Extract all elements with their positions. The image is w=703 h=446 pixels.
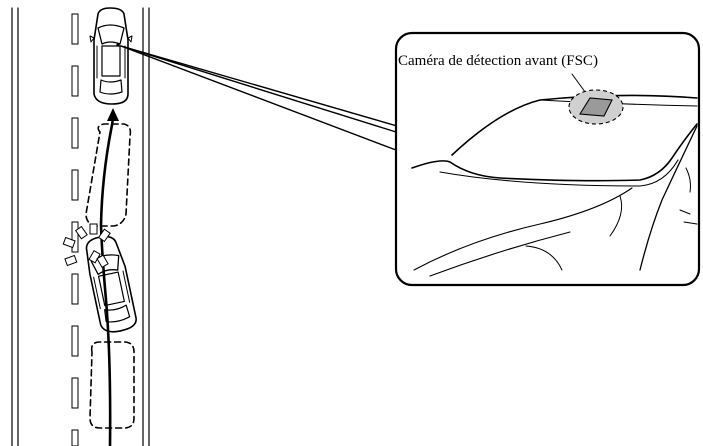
callout-frame [394,31,701,287]
warning-flash-icon [62,223,111,269]
callout-label: Caméra de détection avant (FSC) [398,53,598,69]
ghost-car-lower [89,341,135,429]
trajectory-arrow [99,108,119,446]
camera-detail-callout: Caméra de détection avant (FSC) [394,31,701,287]
lane-divider-dashes [71,13,79,446]
car-top-view-icon [89,7,133,105]
car-drifting-icon [85,235,137,333]
camera-sensor-icon [579,97,613,117]
ghost-car-upper [85,123,132,227]
callout-leader [120,45,405,151]
camera-sensor-dot [116,43,120,47]
arrow-head [107,108,119,121]
road [11,7,150,446]
